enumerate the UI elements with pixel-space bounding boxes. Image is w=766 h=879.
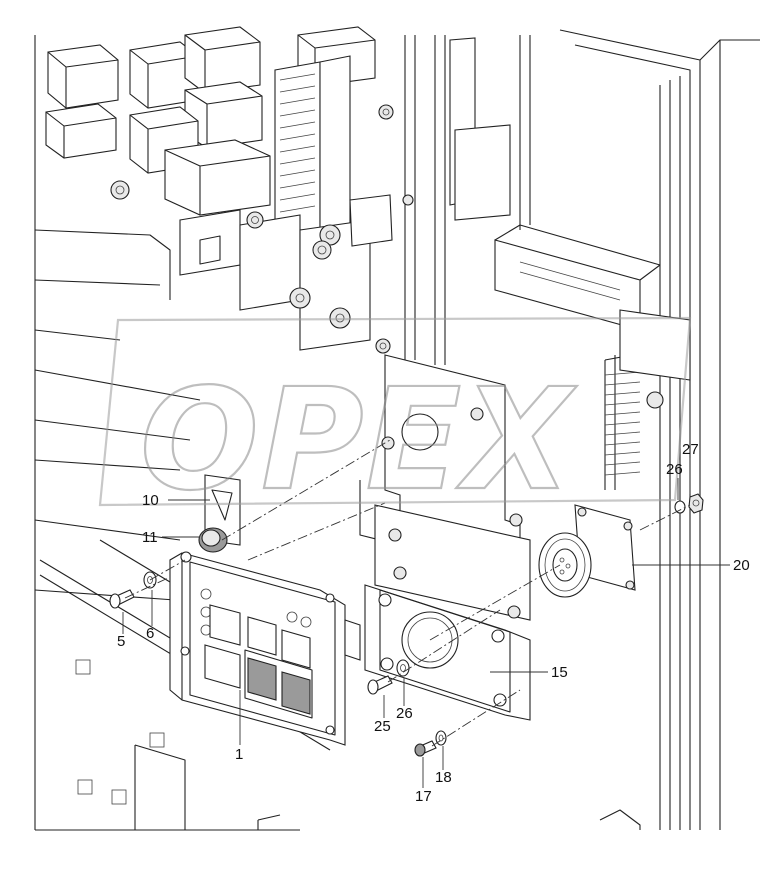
part-26-washer	[396, 659, 410, 677]
callout-15: 15	[551, 664, 568, 681]
part-26-27-nut-washer	[674, 493, 704, 514]
relay-block	[45, 26, 393, 351]
assembly-axes	[124, 439, 691, 747]
callout-26-lower: 26	[396, 705, 413, 722]
mounting-bracket	[359, 354, 521, 561]
leader-lines	[122, 458, 730, 788]
callout-1: 1	[235, 746, 243, 763]
terminal-nuts	[110, 104, 414, 354]
callout-labels: 10 11 5 6 1 15 20 25 26 17 18 26 27	[117, 441, 750, 805]
callout-25: 25	[374, 718, 391, 735]
callout-17: 17	[415, 788, 432, 805]
callout-27: 27	[682, 441, 699, 458]
part-1-control-panel	[169, 551, 361, 746]
part-11-rotary-knob	[198, 527, 228, 553]
callout-10: 10	[142, 492, 159, 509]
part-17-screw	[414, 740, 437, 757]
callout-11: 11	[142, 529, 158, 546]
part-25-screw	[367, 675, 393, 695]
fuse-stack	[274, 55, 351, 239]
callout-6: 6	[146, 625, 154, 642]
part-5-screw	[109, 589, 135, 609]
gasket-plate	[374, 504, 531, 621]
callout-18: 18	[435, 769, 452, 786]
connector-assembly	[449, 37, 691, 409]
callout-5: 5	[117, 633, 125, 650]
callout-26-upper: 26	[666, 461, 683, 478]
watermark-logo: OPEX	[98, 316, 692, 523]
callout-20: 20	[733, 557, 750, 574]
part-20-circular-connector	[538, 504, 636, 598]
watermark-text: OPEX	[140, 359, 577, 522]
